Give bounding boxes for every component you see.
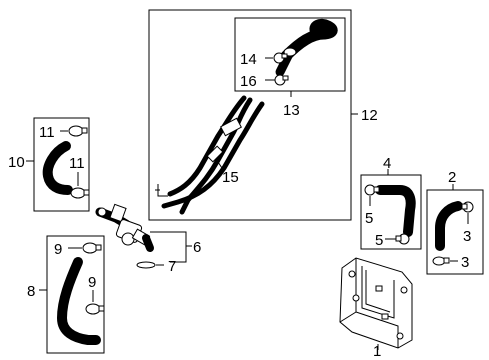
- callout-5-top: 5: [365, 210, 373, 227]
- valve-part-6: [95, 203, 154, 252]
- group-8-frame: [46, 235, 105, 354]
- callout-14: 14: [240, 51, 257, 68]
- callout-11-bottom: 11: [69, 155, 85, 172]
- clamp-part-11-top: [68, 125, 88, 137]
- callout-7: 7: [168, 258, 176, 275]
- callout-13: 13: [283, 102, 300, 119]
- callout-1: 1: [373, 343, 381, 360]
- cooler-part-1: 1: [339, 257, 413, 360]
- hose-part-4: [375, 185, 416, 237]
- clamp-part-9-bottom: [85, 303, 105, 315]
- clamp-part-5-top: [364, 184, 380, 196]
- hose-part-10: [42, 141, 73, 195]
- callout-10: 10: [8, 154, 25, 171]
- callout-5-bottom: 5: [375, 232, 383, 249]
- clamp-part-14: [273, 52, 288, 64]
- clamp-part-16: [274, 74, 289, 86]
- hose-part-2: [435, 201, 463, 251]
- group-13-frame: [234, 17, 346, 92]
- callout-16: 16: [240, 73, 257, 90]
- pipe-assembly-part-15: [155, 95, 265, 215]
- callout-3-top: 3: [463, 228, 471, 245]
- callout-4: 4: [383, 155, 391, 172]
- callout-12: 12: [361, 107, 378, 124]
- group-12: 14 16 13 12 15: [148, 9, 378, 221]
- callout-3-bottom: 3: [461, 254, 469, 271]
- group-10: 11 11 10: [8, 117, 90, 212]
- clamp-part-3-top: [461, 201, 474, 213]
- callout-9-top: 9: [54, 241, 62, 258]
- group-12-frame: [148, 9, 352, 221]
- group-6-bracket: [150, 231, 192, 266]
- clamp-part-9-top: [82, 242, 102, 254]
- clamp-part-11-bottom: [70, 187, 90, 199]
- group-10-frame: [33, 117, 90, 212]
- callout-15: 15: [222, 169, 239, 186]
- callout-8: 8: [27, 283, 35, 300]
- group-4-frame: [360, 174, 422, 250]
- callout-2: 2: [448, 169, 456, 186]
- callout-9-bottom: 9: [88, 274, 96, 291]
- group-2-frame: [426, 189, 484, 275]
- group-2: 2 3 3: [426, 169, 484, 275]
- hose-part-8: [57, 257, 101, 345]
- oring-part-7: [136, 261, 156, 269]
- clamp-part-3-bottom: [432, 256, 450, 266]
- callout-11-top: 11: [39, 124, 55, 141]
- hose-part-13: [275, 18, 338, 77]
- callout-6: 6: [193, 239, 201, 256]
- group-8: 9 9 8: [27, 235, 105, 354]
- group-4: 4 5 5: [360, 155, 422, 250]
- clamp-part-5-bottom: [395, 233, 410, 245]
